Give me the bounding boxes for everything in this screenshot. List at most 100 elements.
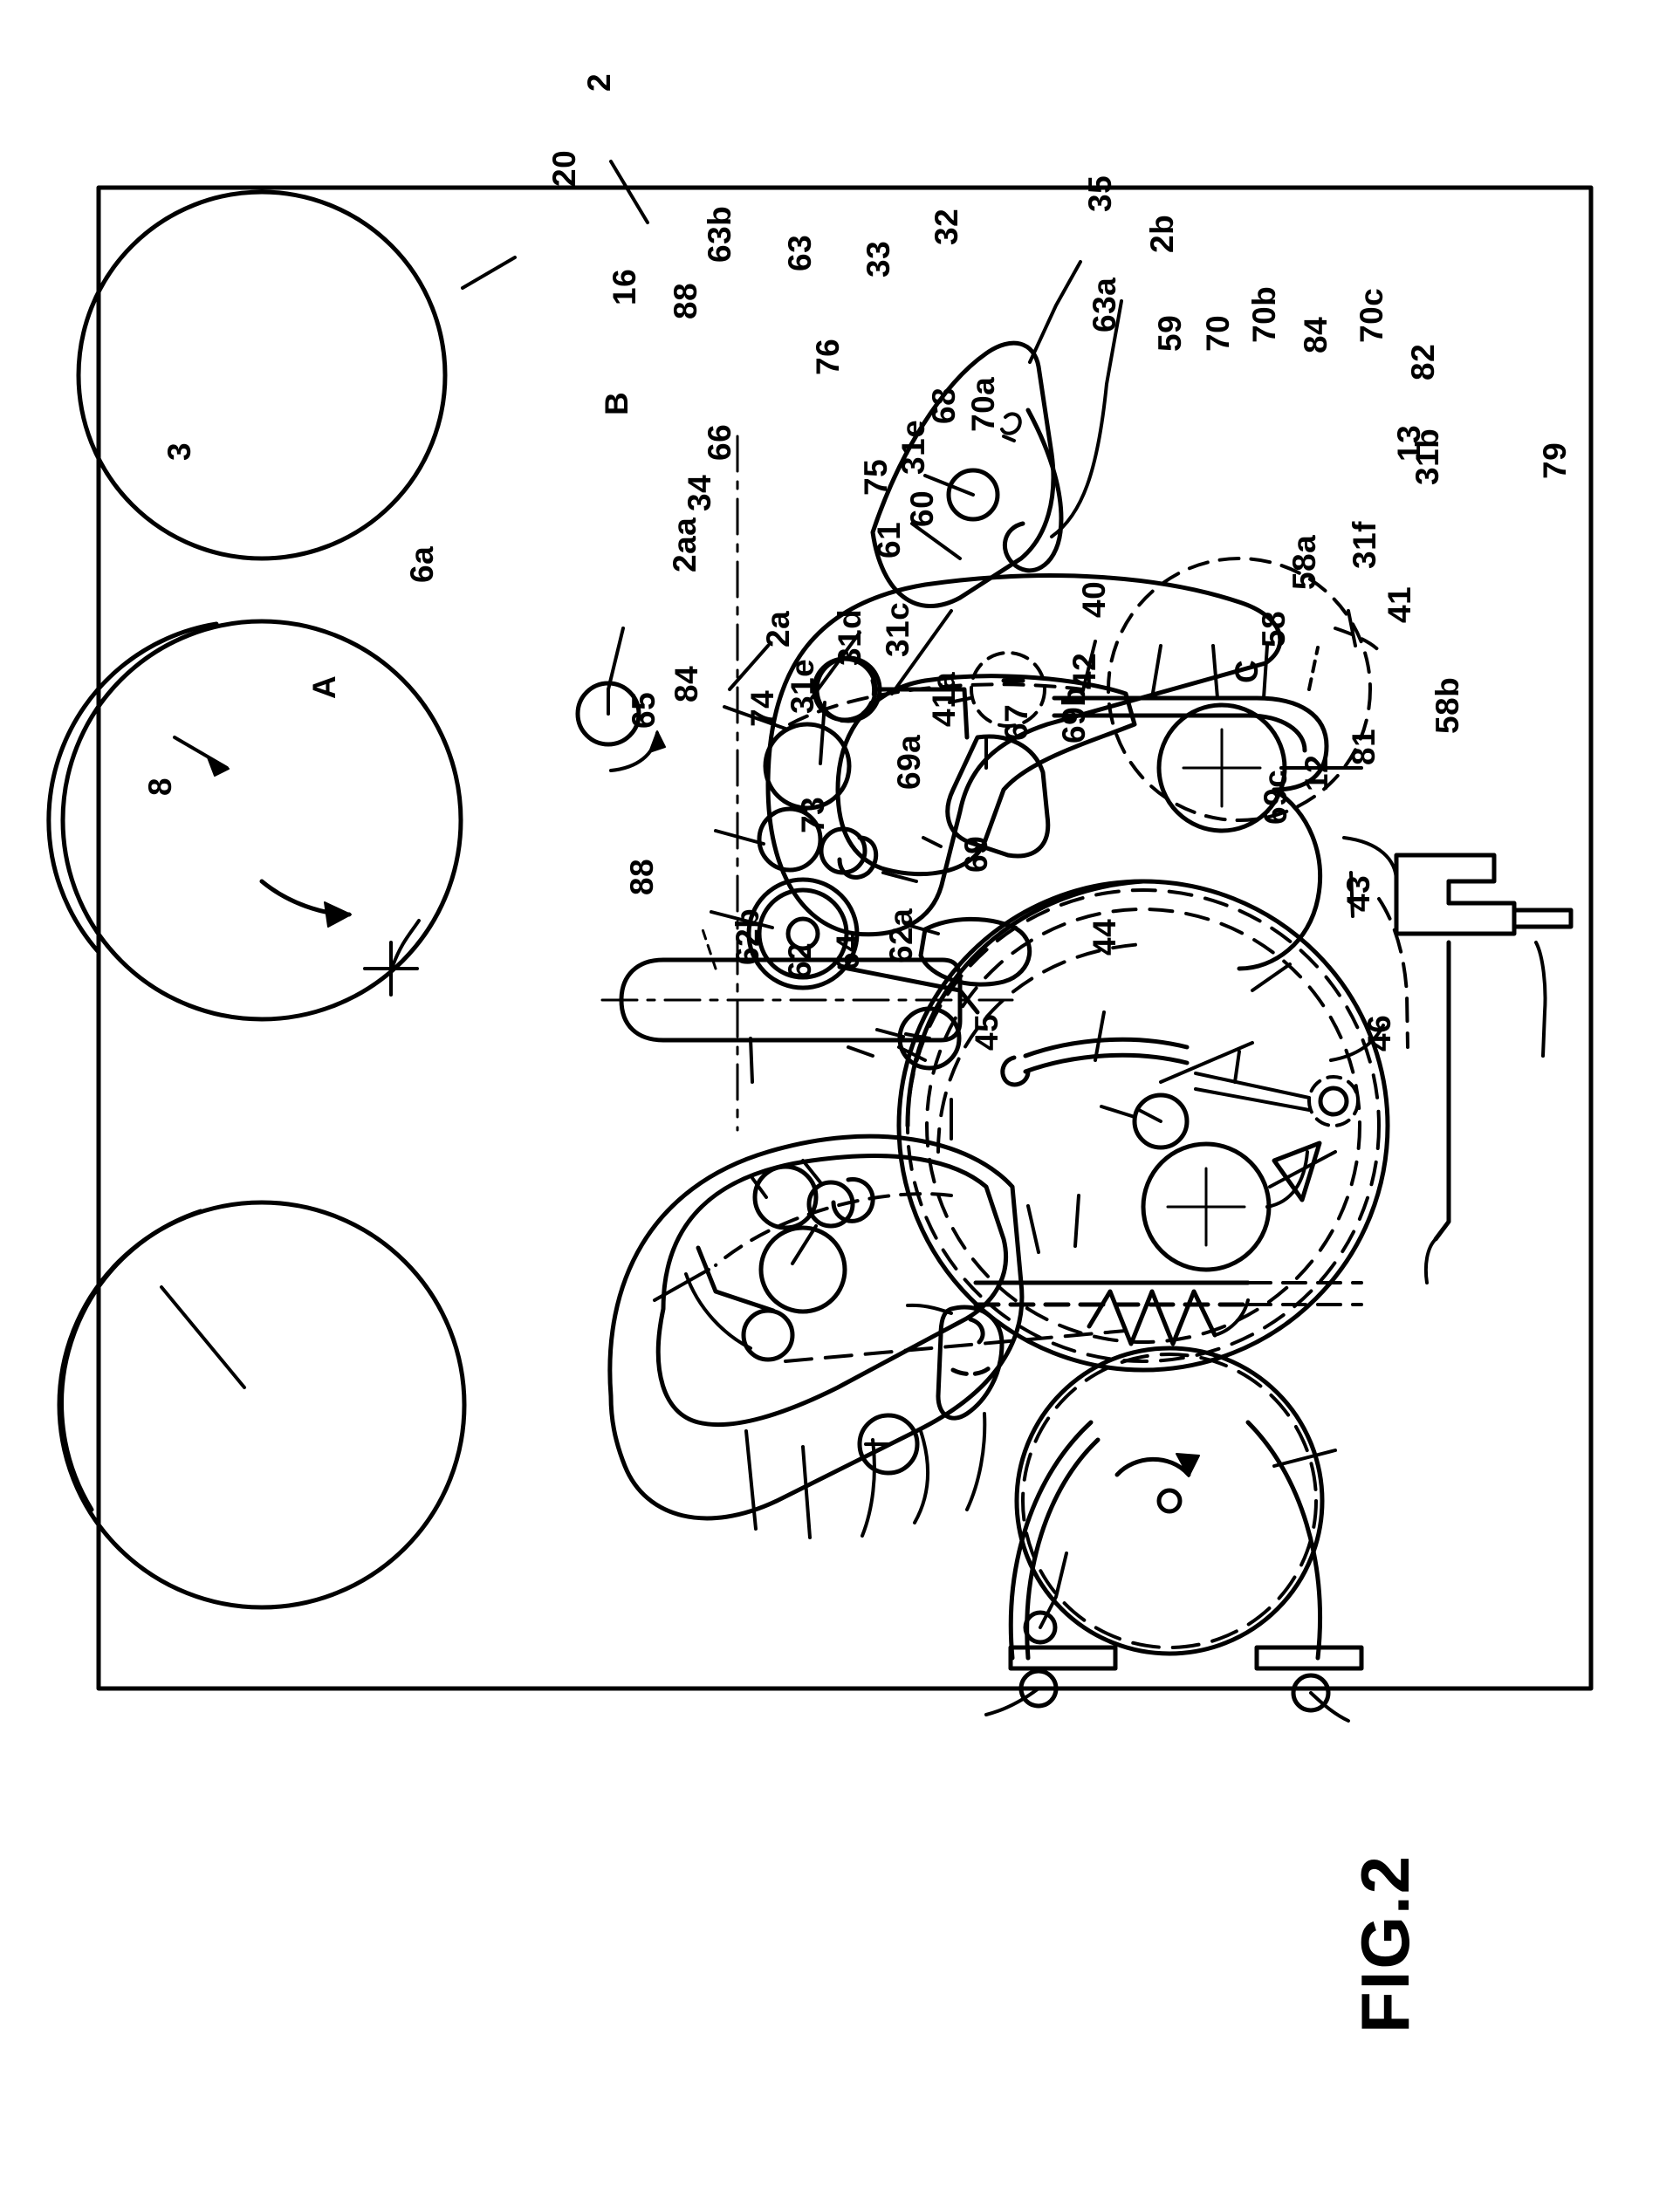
callout-31e: 31e: [895, 419, 931, 475]
callout-70c: 70c: [1354, 287, 1389, 343]
leader-31e1: [922, 836, 943, 848]
callout-88: 88: [624, 858, 660, 895]
roller-65: [741, 1308, 795, 1362]
housing-58a: [925, 908, 1361, 1344]
arm-63-inner: [835, 674, 1137, 877]
leader-42: [1100, 1105, 1136, 1119]
leader-59: [1150, 644, 1162, 700]
arm-62-outline: [655, 1154, 1009, 1428]
roller-76-mid: [763, 722, 852, 811]
callout-60: 60: [904, 490, 940, 527]
roller-76-top: [814, 655, 882, 723]
callout-41: 41: [1382, 586, 1417, 623]
callout-66: 66: [702, 423, 737, 461]
piece-70a: [945, 734, 1051, 859]
leader-81: [1268, 1150, 1337, 1188]
callout-43: 43: [1341, 874, 1376, 912]
leader-6a: [391, 919, 421, 968]
callout-63b: 63b: [702, 205, 737, 263]
leader-63b: [728, 644, 770, 691]
callout-12: 12: [1299, 754, 1334, 791]
leader-2a: [749, 1037, 754, 1084]
pivot-42-spoke: [1137, 1108, 1162, 1123]
leader-2aa: [701, 928, 717, 970]
link-34-60: [837, 964, 980, 1015]
callout-C: C: [1229, 659, 1265, 683]
leader-63: [810, 631, 861, 700]
lever-60: [918, 916, 1032, 987]
roller-74: [752, 1164, 819, 1230]
callout-31b: 31b: [1409, 428, 1445, 485]
callout-82: 82: [1405, 343, 1441, 380]
plate-32-detail: [1000, 412, 1022, 435]
callout-31f: 31f: [1347, 521, 1382, 569]
callout-58: 58: [1256, 610, 1292, 647]
leader-62: [801, 1445, 812, 1539]
leader-69b: [1073, 1194, 1080, 1248]
callout-70: 70: [1200, 314, 1236, 352]
figure-label: FIG.2: [1347, 1853, 1423, 2033]
roller-12-cross: [1166, 1167, 1246, 1247]
callout-69: 69: [958, 835, 994, 873]
callout-31e: 31e: [785, 658, 820, 714]
roller-31e: [806, 1180, 855, 1229]
callout-45: 45: [969, 1013, 1005, 1051]
flag-81: [1272, 1141, 1322, 1202]
leader-66: [714, 829, 765, 846]
drum-43-dashed: [1021, 1353, 1318, 1649]
leader-31d: [847, 1045, 874, 1058]
belt-43-left-in: [1025, 1437, 1101, 1661]
leader-76: [819, 701, 826, 765]
link-C2: [1194, 1087, 1311, 1112]
callout-40: 40: [1076, 580, 1112, 618]
callout-69c: 69c: [1258, 769, 1293, 825]
roller-73: [758, 1225, 847, 1314]
callout-84: 84: [669, 665, 704, 702]
leader-62b: [744, 1429, 758, 1531]
drum-82-outline: [1107, 557, 1372, 822]
callout-2a: 2a: [760, 610, 796, 647]
roll-8-outer: [57, 1200, 467, 1610]
callout-8: 8: [142, 777, 178, 796]
leader-70c: [1347, 609, 1357, 647]
leader-64: [861, 1438, 876, 1538]
leader-31f: [1349, 871, 1354, 918]
leader-79: [1534, 941, 1547, 1058]
pivot-33-spoke: [923, 474, 975, 497]
leader-69: [965, 1412, 987, 1511]
leader-C: [1233, 1050, 1241, 1084]
post-58b: [1433, 940, 1451, 1242]
callout-63: 63: [782, 234, 818, 271]
bar-46: [1254, 1645, 1364, 1671]
callout-79: 79: [1537, 442, 1573, 479]
link-C: [1194, 1072, 1311, 1099]
roller-conn-lower: [696, 1245, 776, 1313]
callout-75: 75: [858, 458, 894, 496]
callout-41a: 41a: [926, 671, 962, 727]
callout-69a: 69a: [891, 734, 927, 790]
wheel-34-outer: [746, 877, 860, 990]
callout-20: 20: [546, 149, 582, 187]
roller-13-cross: [1182, 728, 1262, 808]
leader-63a: [1080, 640, 1097, 695]
leader-70: [1211, 644, 1219, 700]
leader-58a: [1251, 962, 1292, 992]
leader-69a: [906, 1303, 953, 1315]
bracket-31b-arc: [1342, 836, 1398, 883]
housing-41-dashed: [906, 888, 1381, 1363]
wire-70-b: [1052, 713, 1307, 753]
leader-84a: [1307, 646, 1320, 691]
callout-88: 88: [668, 282, 703, 319]
roller-small-b: [837, 835, 879, 880]
callout-59: 59: [1152, 314, 1188, 352]
leader-31e2: [801, 1159, 822, 1184]
callout-81: 81: [1346, 728, 1382, 765]
leader-40: [1094, 1010, 1106, 1062]
wire-70: [1052, 695, 1329, 792]
leader-46: [1309, 1691, 1350, 1723]
roller-45: [1018, 1668, 1059, 1709]
lever-40b: [1023, 1052, 1190, 1074]
drum-43: [1014, 1346, 1325, 1656]
callout-35: 35: [1082, 175, 1118, 212]
callout-70a: 70a: [965, 376, 1001, 432]
